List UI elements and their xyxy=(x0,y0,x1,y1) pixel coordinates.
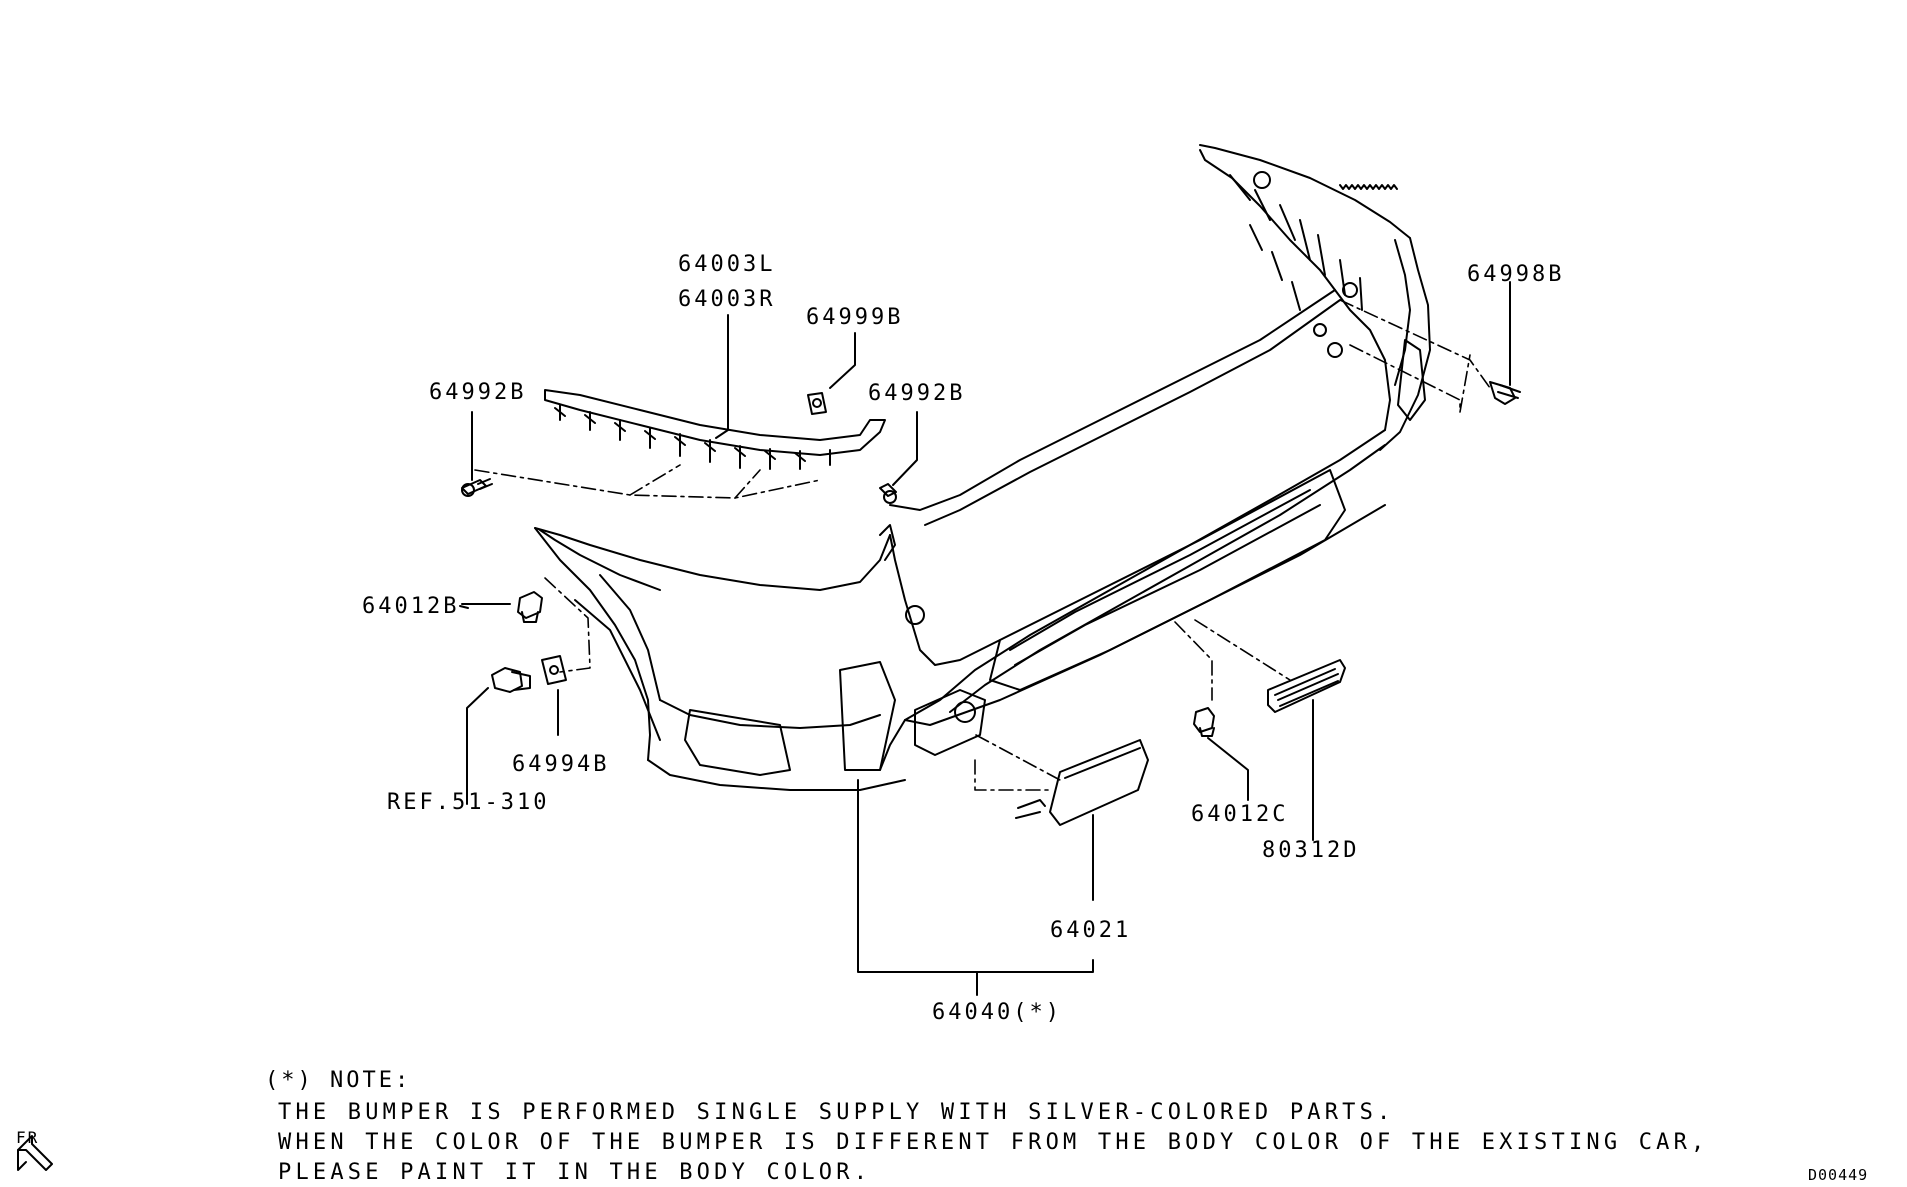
reflector-80312D xyxy=(1267,659,1346,713)
label-64992B-right: 64992B xyxy=(868,381,966,406)
leader-lines xyxy=(459,281,1511,996)
fastener-64992B-left xyxy=(461,478,493,497)
label-ref-51-310: REF.51-310 xyxy=(387,790,550,815)
clip-64012C xyxy=(1193,707,1215,737)
label-64003R: 64003R xyxy=(678,287,776,312)
label-64040: 64040(*) xyxy=(932,1000,1062,1025)
note-line-2: WHEN THE COLOR OF THE BUMPER IS DIFFEREN… xyxy=(278,1130,1709,1155)
note-line-3: PLEASE PAINT IT IN THE BODY COLOR. xyxy=(278,1160,872,1185)
label-64012C: 64012C xyxy=(1191,802,1289,827)
bumper-bracket-64003 xyxy=(544,389,886,470)
label-80312D: 80312D xyxy=(1262,838,1360,863)
garnish-64021 xyxy=(1015,739,1149,826)
label-64012B: 64012B xyxy=(362,594,460,619)
fr-label: FR xyxy=(16,1128,40,1147)
note-line-1: THE BUMPER IS PERFORMED SINGLE SUPPLY WI… xyxy=(278,1100,1395,1125)
nut-64994B xyxy=(541,655,567,685)
bumper-cover xyxy=(534,144,1431,791)
pin-ref-51-310 xyxy=(491,667,531,693)
fastener-64992B-right xyxy=(879,483,897,504)
fr-arrow-icon xyxy=(17,1135,53,1171)
label-64021: 64021 xyxy=(1050,918,1132,943)
label-64003L: 64003L xyxy=(678,252,776,277)
label-64999B: 64999B xyxy=(806,305,904,330)
label-64994B: 64994B xyxy=(512,752,610,777)
note-heading: (*) NOTE: xyxy=(265,1068,412,1093)
label-64992B-left: 64992B xyxy=(429,380,527,405)
clip-64999B xyxy=(807,392,827,415)
diagram-id: D00449 xyxy=(1808,1166,1869,1184)
clip-64012B xyxy=(517,591,543,623)
bolt-64998B xyxy=(1489,381,1521,405)
label-64998B: 64998B xyxy=(1467,262,1565,287)
alignment-lines xyxy=(474,299,1491,791)
